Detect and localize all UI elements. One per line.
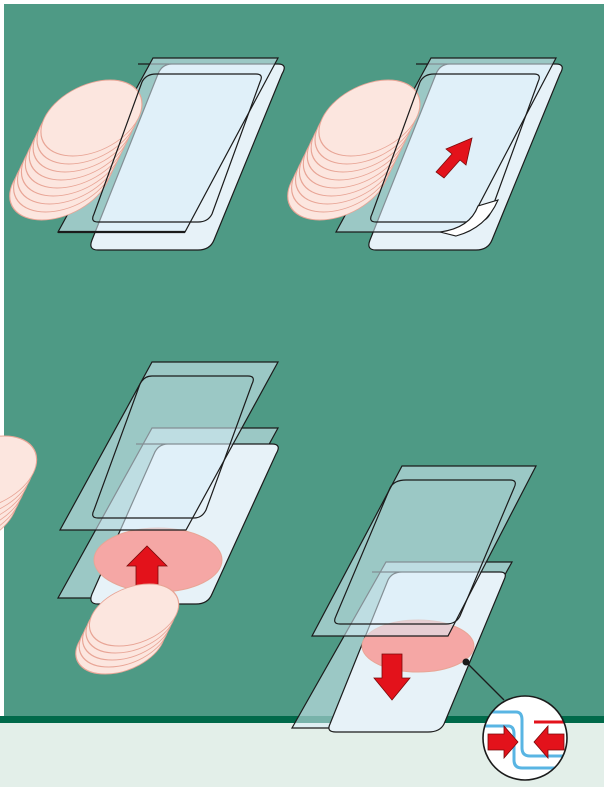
step-2-peel-corner [287, 57, 563, 251]
step-1-sealed-pack [9, 57, 285, 251]
lid-rim [92, 375, 254, 519]
arrow-right-icon [487, 724, 519, 760]
callout-circle [483, 696, 567, 780]
seal-film [484, 710, 567, 758]
peeled-corner [439, 199, 499, 237]
arrow-down-icon [373, 653, 411, 701]
lifted-slices [0, 435, 38, 551]
lid-film [311, 465, 537, 637]
meat-slices [287, 79, 421, 221]
callout-leader [465, 661, 505, 701]
lid-rim [334, 479, 516, 625]
arrow-left-icon [533, 724, 565, 760]
meat-slices [9, 79, 143, 221]
callout-ring [482, 695, 568, 781]
meat-slices [75, 583, 180, 675]
detail-callout [482, 695, 568, 781]
arrow-up-icon [435, 137, 473, 179]
callout-anchor [462, 658, 470, 666]
step-4-reseal [75, 465, 537, 733]
lifted-lid-film [58, 361, 280, 531]
step-3-lift-slices [0, 361, 280, 605]
tray-rim [92, 73, 262, 223]
